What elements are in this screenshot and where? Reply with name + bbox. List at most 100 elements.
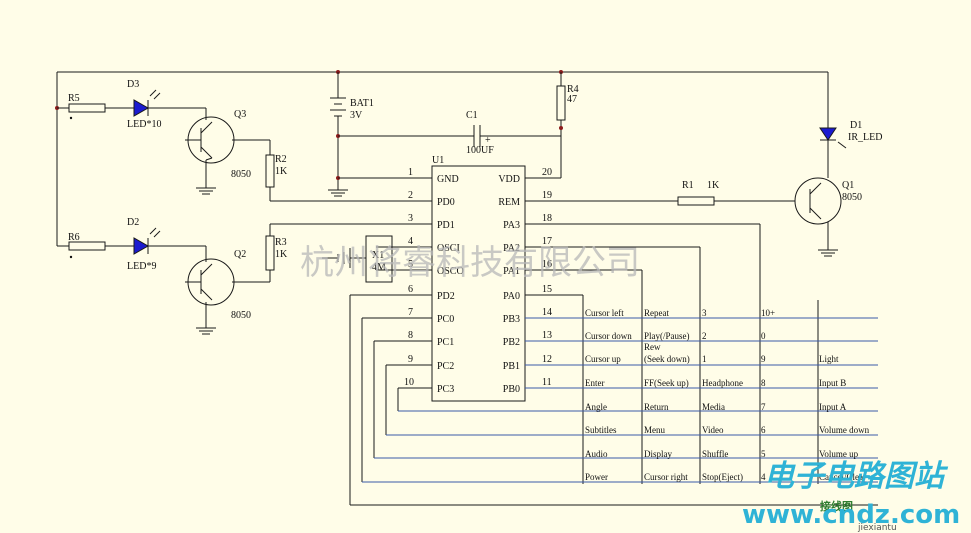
c1-value: 100UF <box>466 145 494 156</box>
d1-ir-led-icon <box>819 127 837 141</box>
ic-pin-num: 15 <box>542 284 552 295</box>
ic-pin-name: PC2 <box>437 361 454 372</box>
key-label: Cursor up <box>585 354 621 364</box>
watermark-text: 杭州将睿科技有限公司 <box>300 243 640 283</box>
r1-resistor <box>677 196 715 206</box>
ic-pin-num: 14 <box>542 307 552 318</box>
key-label: Enter <box>585 378 605 388</box>
r3-resistor <box>265 235 275 271</box>
key-label: Display <box>644 449 672 459</box>
ic-pin-num: 13 <box>542 330 552 341</box>
ic-pin-num: 1 <box>408 167 413 178</box>
ic-pin-name: PB1 <box>503 361 520 372</box>
key-label: Headphone <box>702 378 743 388</box>
key-label: 4 <box>761 472 766 482</box>
ic-pin-name: PD1 <box>437 220 455 231</box>
key-label: Input A <box>819 402 847 412</box>
ic-pin-num: 6 <box>408 284 413 295</box>
logo-sub: jiexiantu <box>857 523 897 533</box>
d2-led-icon <box>133 237 150 255</box>
r2-resistor <box>265 154 275 188</box>
key-label: Power <box>585 472 608 482</box>
r4-ref: R4 <box>567 84 579 95</box>
q1-ref: Q1 <box>842 180 854 191</box>
ic-pin-name: PD2 <box>437 291 455 302</box>
ic-pin-name: VDD <box>498 174 520 185</box>
r4-value: 47 <box>567 94 577 105</box>
d2-ref: D2 <box>127 217 139 228</box>
d1-ref: D1 <box>850 120 862 131</box>
key-label: Audio <box>585 449 608 459</box>
u1-ref: U1 <box>432 155 444 166</box>
q3-value: 8050 <box>231 169 251 180</box>
ic-pin-num: 18 <box>542 213 552 224</box>
ic-pin-num: 16 <box>542 259 552 270</box>
ic-pin-name: PA2 <box>503 243 520 254</box>
ic-pin-name: PC1 <box>437 337 454 348</box>
bat1-value: 3V <box>350 110 363 121</box>
d2-value: LED*9 <box>127 261 156 272</box>
c1-ref: C1 <box>466 110 478 121</box>
u1-ic <box>431 165 526 402</box>
ic-pin-name: OSCI <box>437 243 460 254</box>
key-label: Shuffle <box>702 449 728 459</box>
q2-value: 8050 <box>231 310 251 321</box>
key-label: Input B <box>819 378 846 388</box>
bat1-ref: BAT1 <box>350 98 374 109</box>
ic-pin-num: 20 <box>542 167 552 178</box>
q1-value: 8050 <box>842 192 862 203</box>
key-label: 10+ <box>761 308 775 318</box>
ic-pin-num: 5 <box>408 259 413 270</box>
ic-pin-name: REM <box>498 197 520 208</box>
key-label: 9 <box>761 354 766 364</box>
r3-value: 1K <box>275 249 288 260</box>
ic-pin-num: 8 <box>408 330 413 341</box>
key-label: Volume up <box>819 449 859 459</box>
key-label: Play(/Pause) <box>644 331 690 341</box>
key-label: Angle <box>585 402 607 412</box>
key-label: Volume down <box>819 425 870 435</box>
r1-value: 1K <box>707 180 720 191</box>
ic-pin-name: OSCO <box>437 266 464 277</box>
key-label: Stop(Eject) <box>702 472 743 482</box>
key-label: Media <box>702 402 725 412</box>
ic-pin-num: 12 <box>542 354 552 365</box>
r2-value: 1K <box>275 166 288 177</box>
d1-value: IR_LED <box>848 132 882 143</box>
ic-left-pins: 1GND2PD03PD14OSCI5OSCO6PD27PC08PC19PC210… <box>400 167 464 395</box>
key-label: 1 <box>702 354 707 364</box>
r2-ref: R2 <box>275 154 287 165</box>
ic-pin-name: GND <box>437 174 459 185</box>
key-label: 0 <box>761 331 766 341</box>
key-label: Cursor right <box>644 472 688 482</box>
q1-transistor-icon <box>794 177 842 225</box>
ic-pin-num: 7 <box>408 307 413 318</box>
key-label: 3 <box>702 308 707 318</box>
ic-pin-num: 2 <box>408 190 413 201</box>
x1-ref: X1 <box>372 250 384 261</box>
key-label: Return <box>644 402 669 412</box>
d3-value: LED*10 <box>127 119 161 130</box>
key-label: 6 <box>761 425 766 435</box>
ic-pin-num: 19 <box>542 190 552 201</box>
ic-pin-num: 3 <box>408 213 413 224</box>
ic-pin-name: PD0 <box>437 197 455 208</box>
ic-pin-name: PC0 <box>437 314 454 325</box>
key-label: 8 <box>761 378 766 388</box>
key-label: 5 <box>761 449 766 459</box>
r6-label: R6 <box>68 232 80 243</box>
logo-chinese: 电子电路图站 <box>764 459 949 494</box>
key-label: (Seek down) <box>644 354 690 364</box>
ic-pin-name: PB2 <box>503 337 520 348</box>
logo-site-chinese: 接线图 <box>820 499 853 513</box>
ic-pin-name: PA1 <box>503 266 520 277</box>
q2-ref: Q2 <box>234 249 246 260</box>
x1-value: 4M <box>372 262 386 273</box>
ic-pin-num: 17 <box>542 236 552 247</box>
d3-ref: D3 <box>127 79 139 90</box>
key-label: Subtitles <box>585 425 617 435</box>
r5-label: R5 <box>68 93 80 104</box>
key-label: FF(Seek up) <box>644 378 689 388</box>
key-label: Rew <box>644 342 661 352</box>
key-label: 2 <box>702 331 707 341</box>
